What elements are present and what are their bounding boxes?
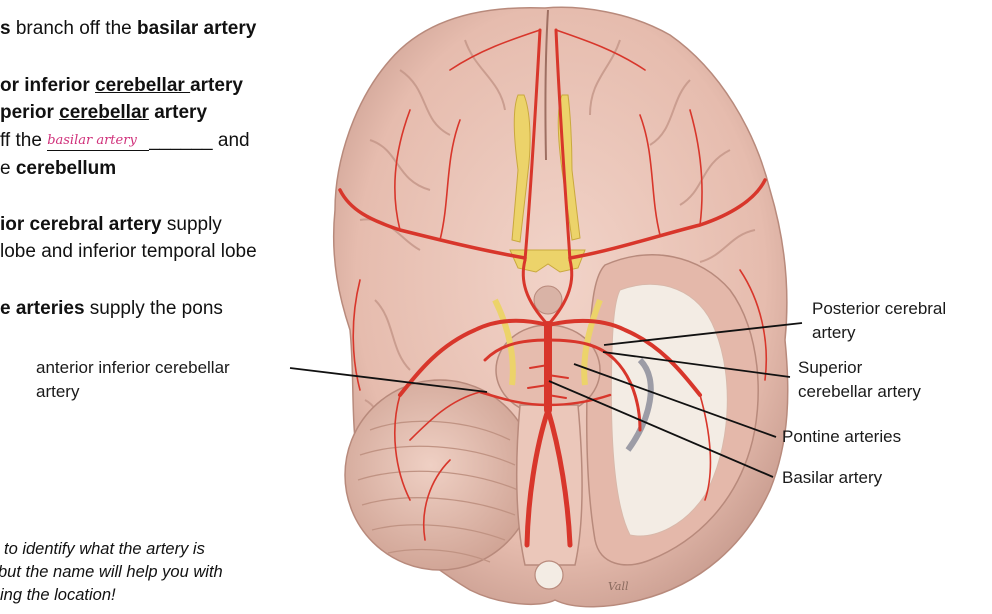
note-line-3-tail: artery (148, 102, 208, 123)
note-line-3-underlined: cerebellar (59, 102, 149, 123)
label-pca-line-1: Posterior cerebral (812, 299, 947, 318)
note-line-4: ff the basilar artery ______ and (0, 128, 250, 154)
note-line-8-bold: e arteries (0, 298, 85, 319)
medulla-shape (515, 404, 583, 566)
footnote-line-3: ing the location! (0, 586, 116, 604)
pointer-aica (289, 367, 488, 393)
note-line-2-underlined: cerebellar (95, 75, 191, 96)
note-line-1: s branch off the basilar artery (0, 16, 256, 42)
note-line-7: lobe and inferior temporal lobe (0, 239, 257, 265)
label-pontine-arteries: Pontine arteries (782, 427, 902, 446)
note-line-1-bold: s (0, 18, 11, 39)
label-aica-line-2: artery (36, 382, 80, 401)
note-line-2-tail: artery (190, 75, 243, 96)
label-pca-line-2: artery (812, 323, 856, 342)
note-line-8: e arteries supply the pons (0, 296, 223, 322)
note-line-3-bold: perior (0, 102, 60, 123)
note-line-6-bold: ior cerebral artery (0, 214, 162, 235)
footnote-line-2: but the name will help you with (0, 563, 223, 581)
artist-signature: Vall (608, 580, 629, 593)
fill-in-blank: basilar artery (47, 130, 150, 151)
label-posterior-cerebral: Posterior cerebral artery (812, 297, 946, 345)
note-line-6: ior cerebral artery supply (0, 212, 222, 238)
note-line-4-blank: ______ (149, 130, 213, 151)
pointer-pontine (573, 363, 777, 438)
pointer-basilar (548, 380, 774, 478)
note-line-1-text: branch off the (10, 18, 137, 39)
label-superior-cerebellar: Superior cerebellar artery (798, 356, 921, 404)
note-line-5-text: e (0, 158, 16, 179)
footnote: to identify what the artery is but the n… (0, 538, 223, 607)
footnote-line-1: to identify what the artery is (4, 540, 205, 558)
label-sca-line-2: cerebellar artery (798, 382, 921, 401)
pointer-sca (602, 351, 791, 378)
label-aica: anterior inferior cerebellar artery (36, 356, 230, 404)
label-sca-line-1: Superior (798, 358, 863, 377)
note-line-1-term: basilar artery (136, 18, 257, 39)
label-basilar-artery: Basilar artery (782, 468, 883, 487)
handwritten-answer: basilar artery (47, 133, 137, 148)
note-line-5: e cerebellum (0, 156, 116, 182)
note-line-4-text: ff the (0, 130, 48, 151)
note-line-8-text: supply the pons (84, 298, 223, 319)
note-line-3: perior cerebellar artery (0, 100, 207, 126)
note-line-4-tail: and (212, 130, 250, 151)
note-line-5-bold: cerebellum (15, 158, 117, 179)
label-aica-line-1: anterior inferior cerebellar (36, 358, 230, 377)
note-line-2-bold: or inferior (0, 75, 96, 96)
note-line-2: or inferior cerebellar artery (0, 73, 243, 99)
pointer-pca (603, 322, 803, 346)
note-line-7-text: lobe and inferior temporal lobe (0, 241, 257, 262)
note-line-6-text: supply (161, 214, 222, 235)
cerebellum-shape (344, 379, 536, 571)
